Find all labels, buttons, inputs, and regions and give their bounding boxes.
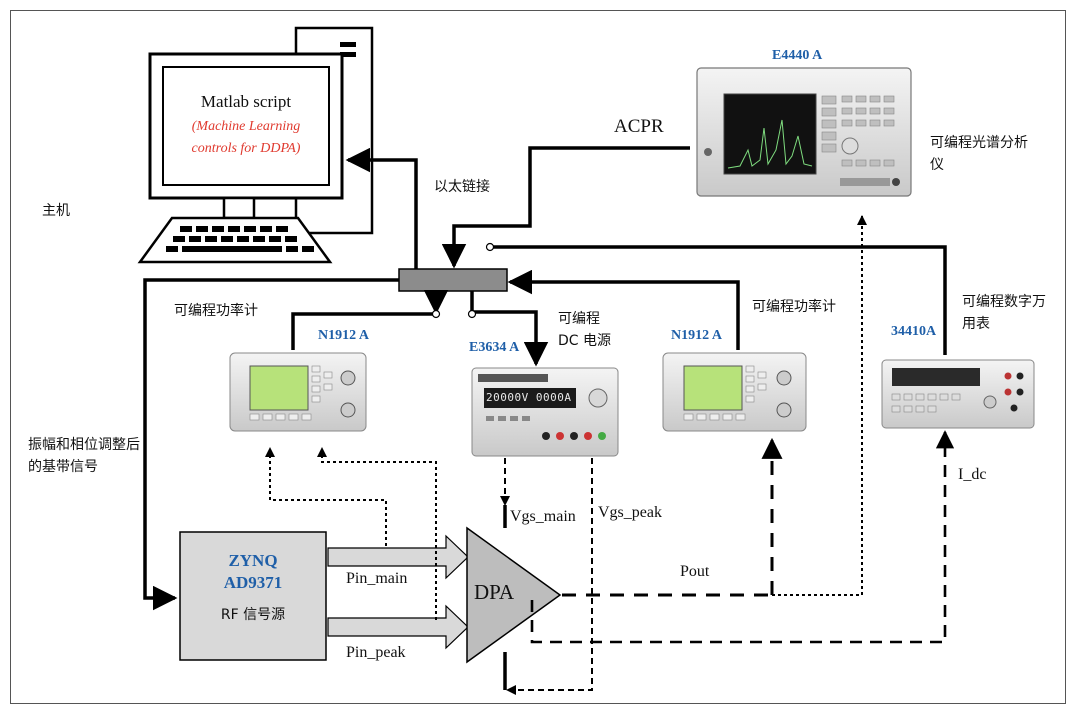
host-computer: [137, 26, 374, 264]
screen-title: Matlab script: [200, 92, 292, 111]
pin-arrows: [327, 534, 469, 650]
ethernet-switch: [398, 268, 508, 292]
solid-connections: [143, 146, 947, 690]
pm-left-label: 可编程功率计: [174, 303, 258, 319]
dmm-model: 34410A: [891, 324, 937, 339]
spectrum-label: 可编程光谱分析仪: [930, 135, 1028, 173]
ethernet-label: 以太链接: [434, 179, 490, 195]
power-meter-right-device: [662, 352, 807, 432]
pm-left-model: N1912 A: [318, 328, 369, 343]
source-line2: AD9371: [223, 573, 283, 592]
pm-right-model: N1912 A: [671, 328, 722, 343]
dpa-amplifier: [466, 526, 562, 664]
source-line1: ZYNQ: [228, 551, 278, 570]
dmm-label: 可编程数字万用表: [962, 294, 1046, 332]
spectrum-model: E4440 A: [772, 48, 823, 63]
idc-label: I_dc: [958, 466, 987, 483]
host-label: 主机: [42, 203, 70, 219]
dc-label-line2: DC 电源: [558, 333, 612, 349]
host-screen: Matlab script (Machine Learning controls…: [163, 92, 329, 160]
dpa-label: DPA: [474, 580, 515, 604]
rf-source-text: ZYNQ AD9371 RF 信号源: [180, 550, 326, 624]
acpr-label: ACPR: [614, 116, 664, 137]
pin-peak-label: Pin_peak: [346, 644, 406, 661]
figure-frame: [10, 10, 1066, 704]
pm-right-label: 可编程功率计: [752, 299, 836, 315]
screen-subtitle: (Machine Learning controls for DDPA): [191, 119, 301, 156]
power-meter-left-device: [229, 352, 367, 432]
dc-label-line1: 可编程: [558, 311, 600, 327]
source-line3: RF 信号源: [220, 607, 286, 623]
dc-supply-device: [471, 367, 619, 457]
keyboard-keys: [166, 226, 314, 252]
vgs-peak-label: Vgs_peak: [598, 504, 662, 521]
rf-source-box: [179, 531, 327, 661]
pin-main-label: Pin_main: [346, 570, 408, 587]
dashed-connections: [265, 215, 955, 695]
dc-display: 20000V 0000A: [486, 391, 572, 404]
dmm-device: [881, 359, 1035, 429]
pout-label: Pout: [680, 563, 710, 580]
baseband-label: 振幅和相位调整后的基带信号: [28, 437, 140, 475]
dc-model: E3634 A: [469, 340, 520, 355]
spectrum-analyzer: [696, 67, 912, 197]
vgs-main-label: Vgs_main: [510, 508, 576, 525]
